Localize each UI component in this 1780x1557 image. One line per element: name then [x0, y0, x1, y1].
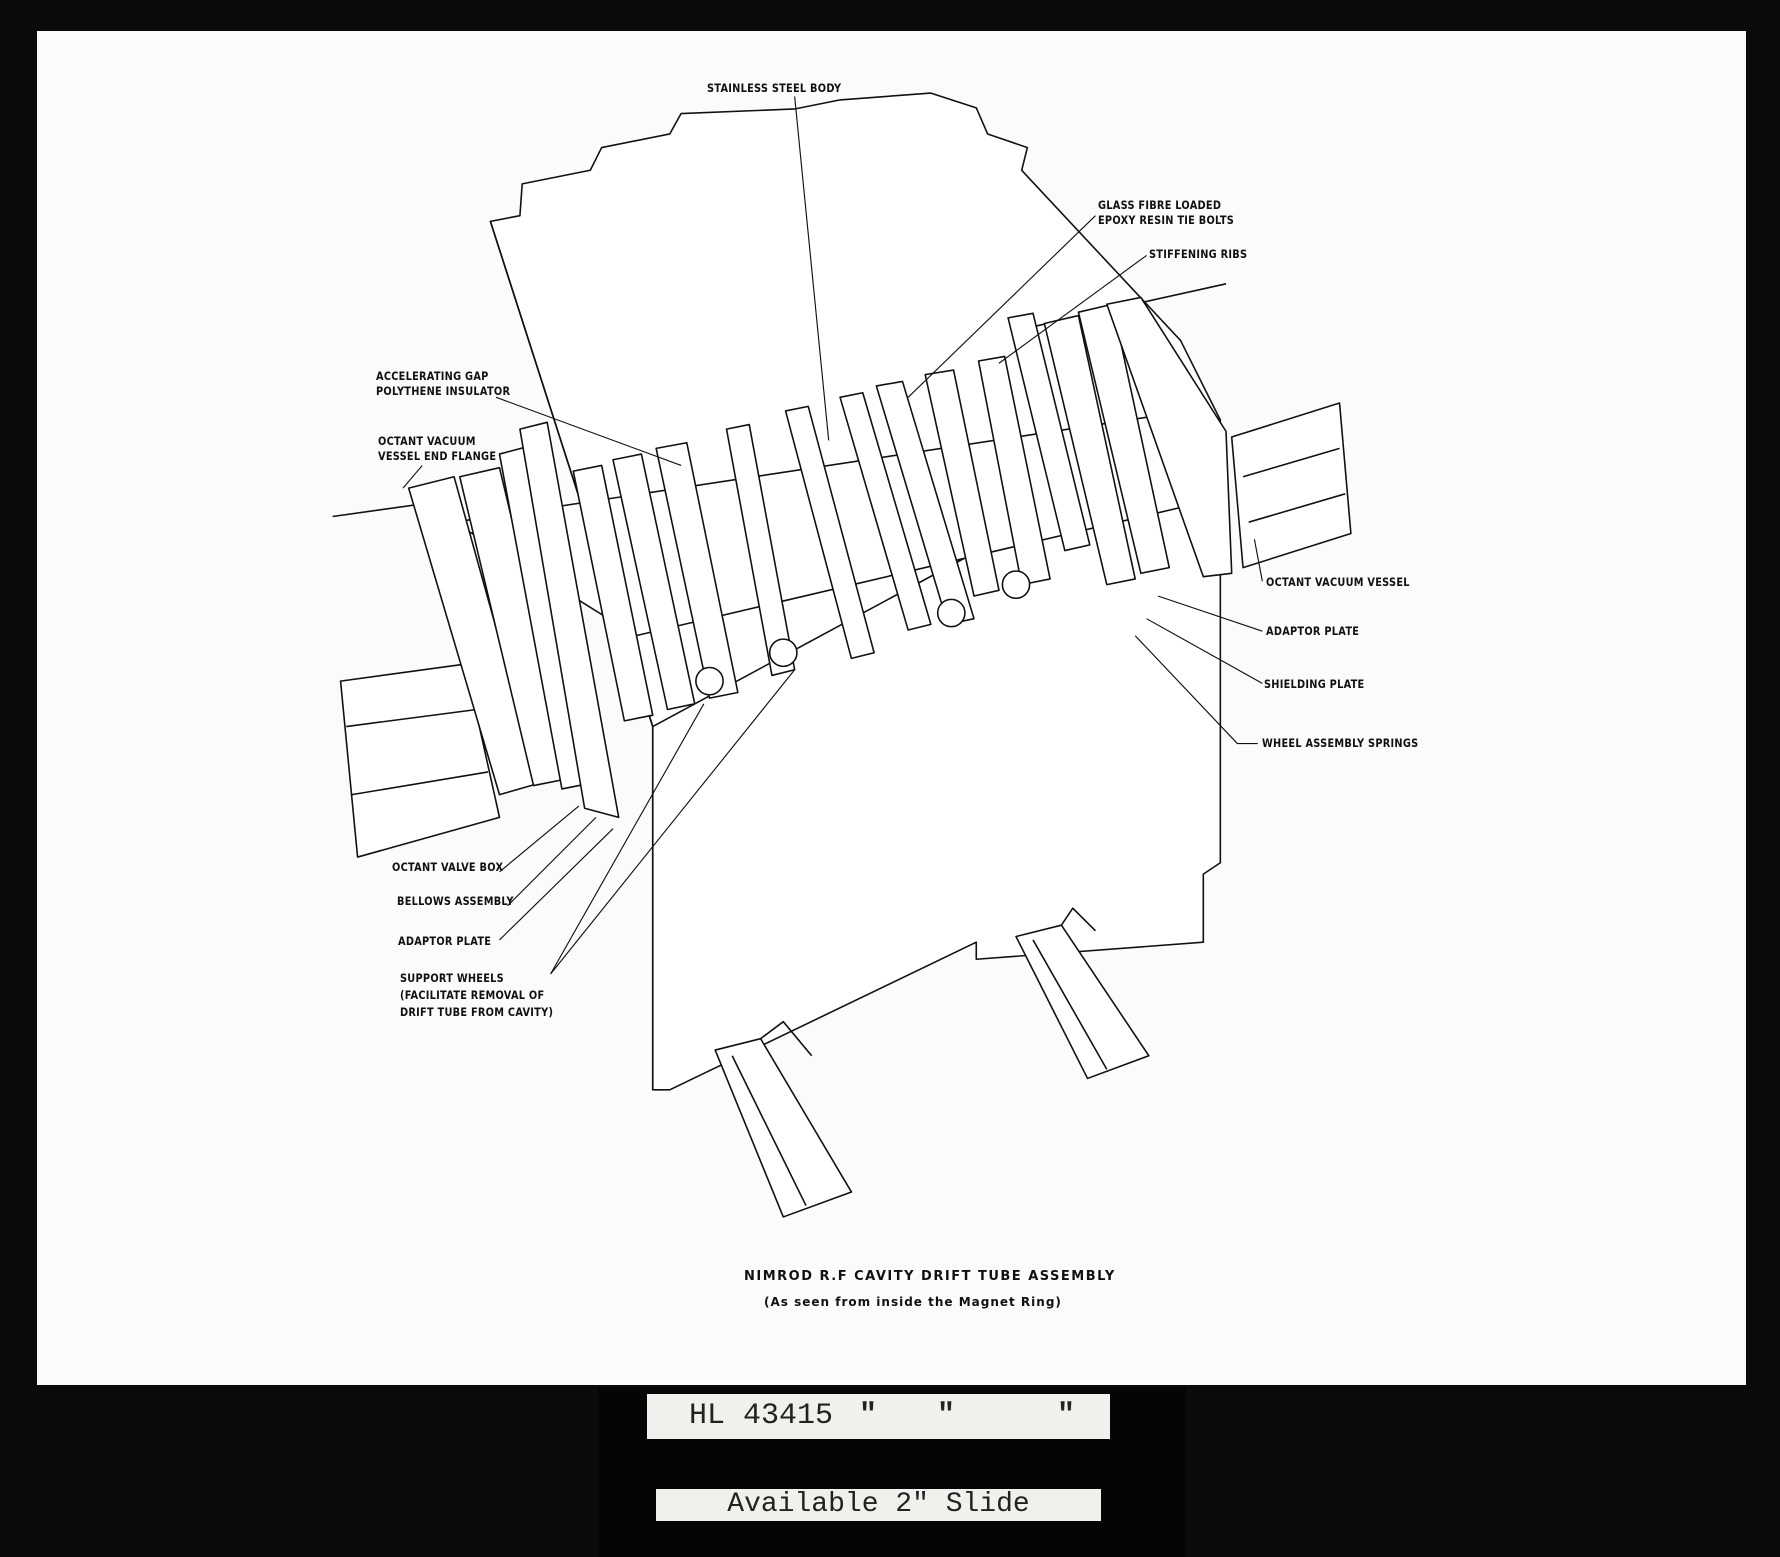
support-wheels	[695, 570, 1031, 696]
ditto-mark: "	[1057, 1399, 1076, 1433]
label-support-wheels-3: DRIFT TUBE FROM CAVITY)	[400, 1005, 554, 1019]
label-stiffening-ribs: STIFFENING RIBS	[1149, 247, 1248, 261]
label-end-flange-1: OCTANT VACUUM	[378, 434, 476, 448]
support-rail-right	[1015, 924, 1150, 1080]
label-end-flange-2: VESSEL END FLANGE	[378, 449, 497, 463]
vacuum-vessel-right	[1230, 402, 1352, 569]
label-support-wheels-2: (FACILITATE REMOVAL OF	[400, 988, 545, 1002]
availability-strip: Available 2" Slide	[656, 1489, 1101, 1521]
reference-strip: HL 43415 " " "	[647, 1394, 1110, 1439]
reference-number: HL 43415	[689, 1399, 834, 1433]
plates	[407, 296, 1233, 819]
label-support-wheels-1: SUPPORT WHEELS	[400, 971, 504, 985]
label-octant-valve-box: OCTANT VALVE BOX	[392, 860, 504, 874]
label-accel-gap-1: ACCELERATING GAP	[376, 369, 489, 383]
label-shielding-plate: SHIELDING PLATE	[1264, 677, 1365, 691]
leader-lines	[402, 96, 1263, 975]
label-accel-gap-2: POLYTHENE INSULATOR	[376, 384, 511, 398]
label-glass-fibre-1: GLASS FIBRE LOADED	[1098, 198, 1222, 212]
ditto-mark: "	[859, 1399, 878, 1433]
caption-subtitle: (As seen from inside the Magnet Ring)	[764, 1295, 1062, 1309]
label-adaptor-plate-left: ADAPTOR PLATE	[398, 934, 492, 948]
caption-title: NIMROD R.F CAVITY DRIFT TUBE ASSEMBLY	[744, 1269, 1116, 1284]
label-glass-fibre-2: EPOXY RESIN TIE BOLTS	[1098, 213, 1235, 227]
label-wheel-assembly-springs: WHEEL ASSEMBLY SPRINGS	[1262, 736, 1419, 750]
support-rail-left	[714, 1037, 853, 1218]
ditto-mark: "	[937, 1399, 956, 1433]
label-stainless-steel-body: STAINLESS STEEL BODY	[707, 81, 842, 95]
label-adaptor-plate-right: ADAPTOR PLATE	[1266, 624, 1360, 638]
label-octant-vacuum-vessel: OCTANT VACUUM VESSEL	[1266, 575, 1410, 589]
label-bellows-assembly: BELLOWS ASSEMBLY	[397, 894, 514, 908]
